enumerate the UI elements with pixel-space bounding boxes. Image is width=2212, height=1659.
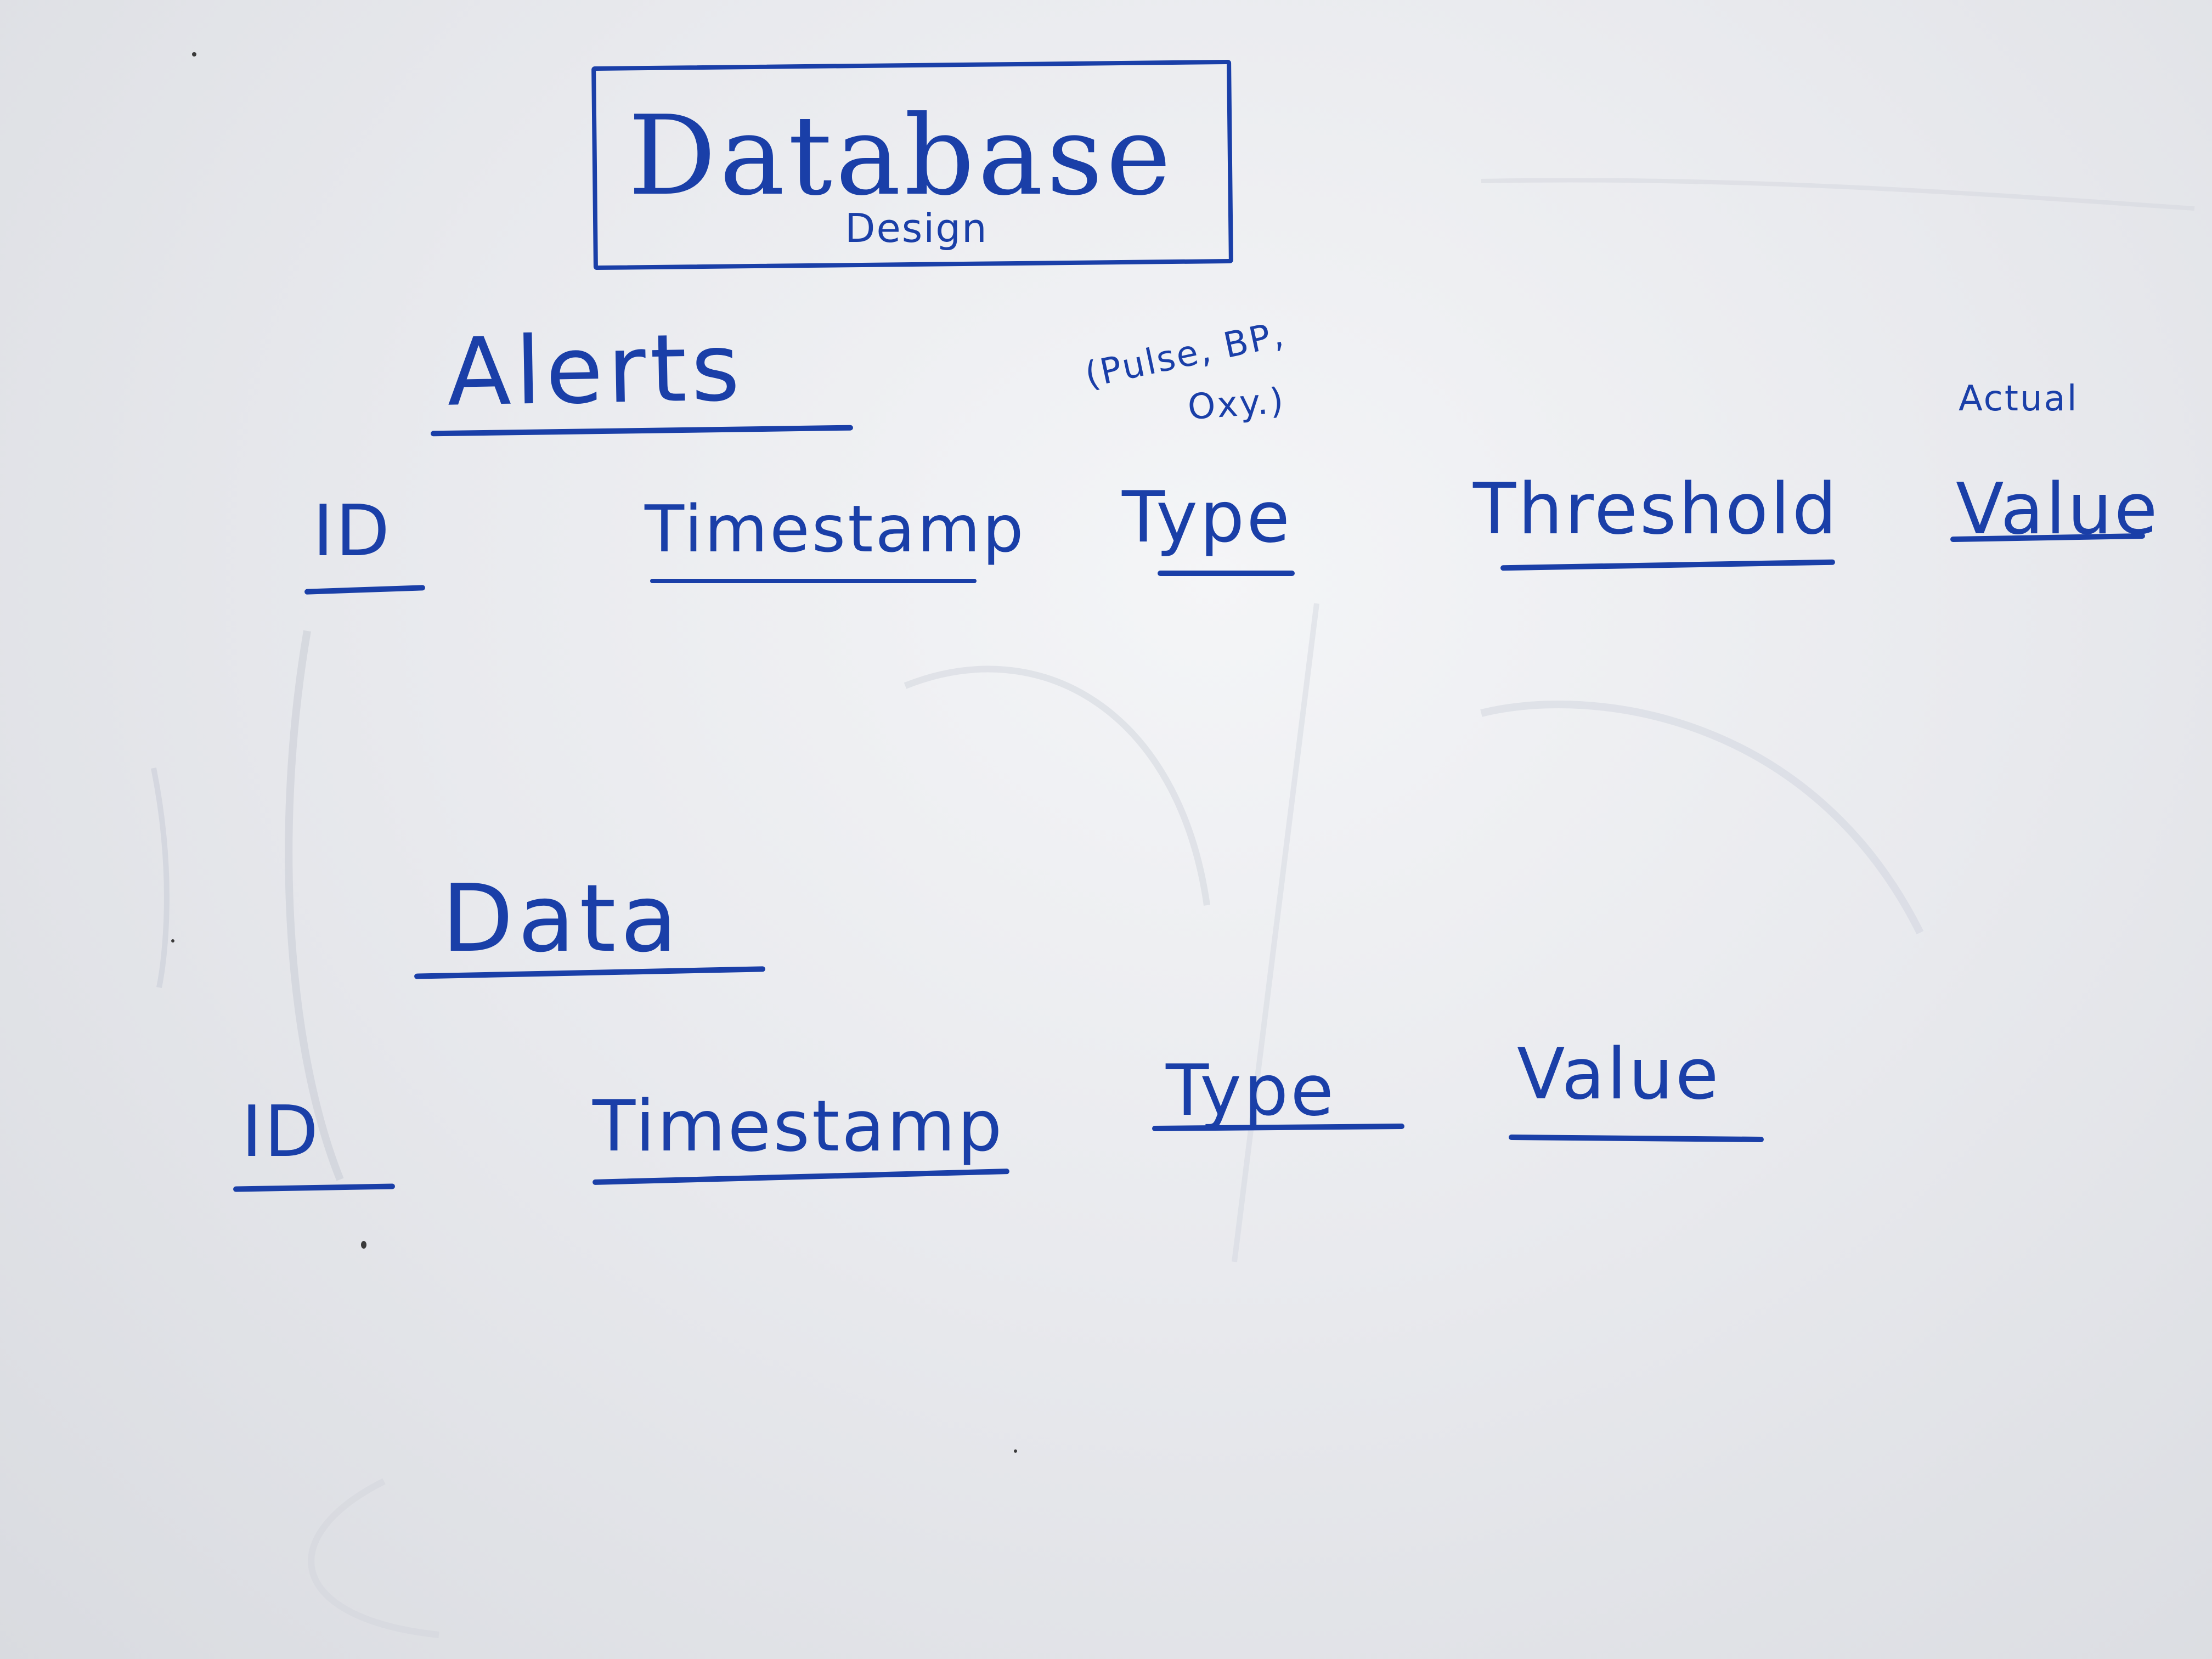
value-note-actual: Actual	[1959, 379, 2079, 419]
stray-mark	[192, 52, 196, 57]
data-field-type: Type	[1166, 1050, 1336, 1132]
alerts-field-timestamp: Timestamp	[645, 491, 1026, 567]
table-heading-data: Data	[442, 865, 682, 973]
board-title: Database	[628, 92, 1175, 220]
type-note-line2: Oxy.)	[1186, 380, 1286, 428]
stray-mark	[171, 939, 174, 943]
table-heading-alerts: Alerts	[446, 313, 745, 427]
alerts-field-type-underline	[1158, 571, 1295, 576]
alerts-field-id: ID	[313, 490, 392, 572]
alerts-field-value: Value	[1956, 469, 2160, 550]
data-field-id: ID	[241, 1091, 321, 1173]
data-field-timestamp: Timestamp	[592, 1086, 1005, 1167]
board-subtitle: Design	[845, 205, 988, 251]
stray-mark	[1014, 1449, 1017, 1453]
alerts-field-threshold: Threshold	[1473, 469, 1839, 550]
alerts-field-timestamp-underline	[650, 579, 977, 583]
alerts-field-type: Type	[1122, 477, 1292, 558]
data-field-value: Value	[1517, 1034, 1721, 1115]
stray-mark	[361, 1241, 366, 1249]
